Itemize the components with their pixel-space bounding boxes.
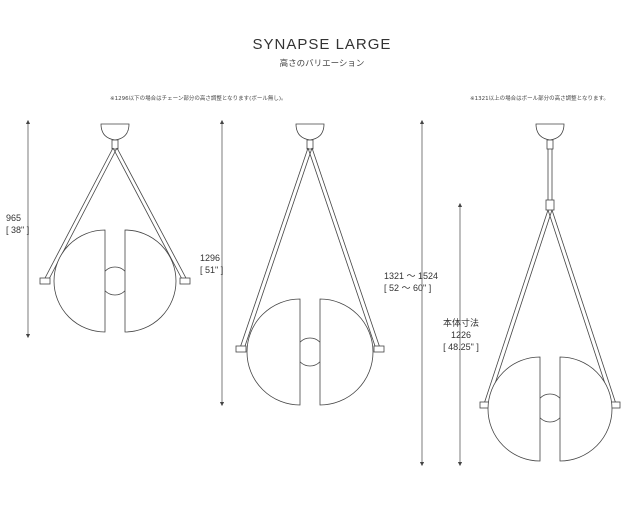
lamp-965 [39, 123, 191, 333]
dim-1321-1524-label: 1321 ～ 1524 [ 52 ～ 60" ] [384, 270, 438, 294]
lamp-1296 [235, 123, 385, 406]
dim-1321-1524-inch: [ 52 ～ 60" ] [384, 283, 432, 293]
page-title: SYNAPSE LARGE [252, 36, 392, 53]
dim-1296-label: 1296 [ 51" ] [200, 252, 223, 276]
dim-1321-1524-value: 1321 ～ 1524 [384, 271, 439, 281]
note-ball-adjust: ※1321以上の場合はボール部分の高さ調整となります。 [470, 96, 609, 102]
dim-965-label: 965 [ 38" ] [6, 212, 29, 236]
note-chain-adjust: ※1296以下の場合はチェーン部分の高さ調整となります(ボール無し)。 [110, 96, 287, 102]
dim-965-inch: [ 38" ] [6, 225, 30, 235]
dim-965-value: 965 [6, 213, 22, 223]
dim-1296-value: 1296 [200, 253, 221, 263]
page-subtitle: 高さのバリエーション [279, 59, 365, 69]
dim-1226-value: 1226 [450, 330, 472, 340]
dim-1226-inch: [ 48.25" ] [443, 342, 479, 352]
dim-1226-label: 本体寸法 1226 [ 48.25" ] [438, 317, 484, 353]
lamp-1321-1524 [479, 123, 621, 462]
dim-1296-inch: [ 51" ] [200, 265, 224, 275]
dim-1226-title: 本体寸法 [442, 318, 479, 328]
